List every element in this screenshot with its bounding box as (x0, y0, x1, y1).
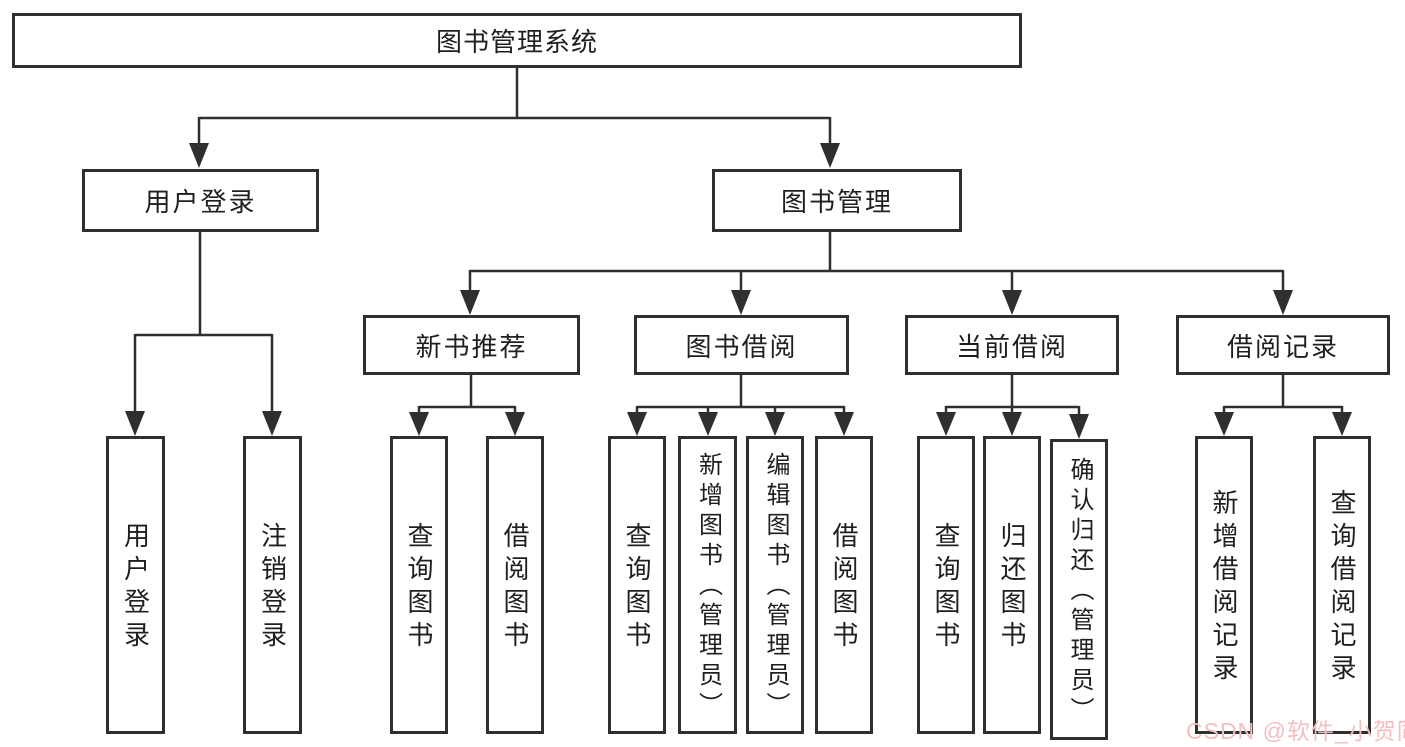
leaf-add-book-admin: 新增图书（管理员） (678, 436, 737, 734)
node-current-borrow-label: 当前借阅 (955, 331, 1068, 362)
connector-root-to-level2 (189, 68, 840, 168)
leaf-logout: 注销登录 (243, 436, 302, 734)
leaf-query-books-recommend: 查询图书 (390, 436, 448, 734)
leaf-confirm-return-admin-label: 确认归还（管理员） (1066, 456, 1093, 727)
node-book-management-label: 图书管理 (780, 187, 893, 217)
connector-current-borrow-branch (936, 375, 1089, 439)
node-user-login: 用户登录 (82, 169, 319, 232)
leaf-query-books-recommend-label: 查询图书 (404, 522, 434, 654)
node-new-book-recommend-label: 新书推荐 (415, 331, 528, 362)
leaf-query-borrow-record: 查询借阅记录 (1313, 436, 1371, 734)
leaf-edit-book-admin: 编辑图书（管理员） (746, 436, 804, 734)
leaf-user-login: 用户登录 (106, 436, 165, 734)
connector-user-login-branch (125, 232, 282, 436)
node-new-book-recommend: 新书推荐 (363, 315, 580, 375)
leaf-query-borrow-record-label: 查询借阅记录 (1327, 489, 1357, 687)
node-book-borrow: 图书借阅 (634, 315, 849, 375)
connector-borrow-record-branch (1214, 375, 1352, 436)
node-book-borrow-label: 图书借阅 (685, 331, 798, 362)
leaf-add-book-admin-label: 新增图书（管理员） (694, 452, 722, 722)
leaf-borrow-books-borrow: 借阅图书 (815, 436, 873, 734)
node-book-management: 图书管理 (712, 169, 962, 232)
watermark: CSDN @软件_小贺同学 (1186, 718, 1405, 744)
node-root-label: 图书管理系统 (435, 27, 598, 57)
leaf-query-books-borrow-label: 查询图书 (622, 522, 652, 654)
leaf-query-books-borrow: 查询图书 (608, 436, 666, 734)
leaf-query-books-current: 查询图书 (917, 436, 975, 734)
leaf-edit-book-admin-label: 编辑图书（管理员） (762, 452, 789, 722)
leaf-logout-label: 注销登录 (257, 522, 288, 654)
leaf-return-books: 归还图书 (983, 436, 1041, 734)
node-user-login-label: 用户登录 (144, 187, 257, 217)
leaf-borrow-books-recommend: 借阅图书 (486, 436, 544, 734)
leaf-query-books-current-label: 查询图书 (931, 522, 961, 654)
connector-new-book-branch (409, 375, 525, 436)
leaf-user-login-label: 用户登录 (120, 522, 151, 654)
leaf-borrow-books-recommend-label: 借阅图书 (500, 522, 530, 654)
leaf-confirm-return-admin: 确认归还（管理员） (1050, 439, 1108, 740)
leaf-return-books-label: 归还图书 (997, 522, 1027, 654)
connector-book-management-branch (460, 232, 1293, 315)
leaf-borrow-books-borrow-label: 借阅图书 (829, 522, 859, 654)
leaf-add-borrow-record-label: 新增借阅记录 (1209, 489, 1239, 687)
node-borrow-records-label: 借阅记录 (1226, 331, 1339, 362)
connector-book-borrow-branch (627, 375, 854, 436)
node-borrow-records: 借阅记录 (1176, 315, 1390, 375)
leaf-add-borrow-record: 新增借阅记录 (1195, 436, 1253, 734)
node-current-borrow: 当前借阅 (905, 315, 1119, 375)
node-root: 图书管理系统 (12, 13, 1022, 68)
